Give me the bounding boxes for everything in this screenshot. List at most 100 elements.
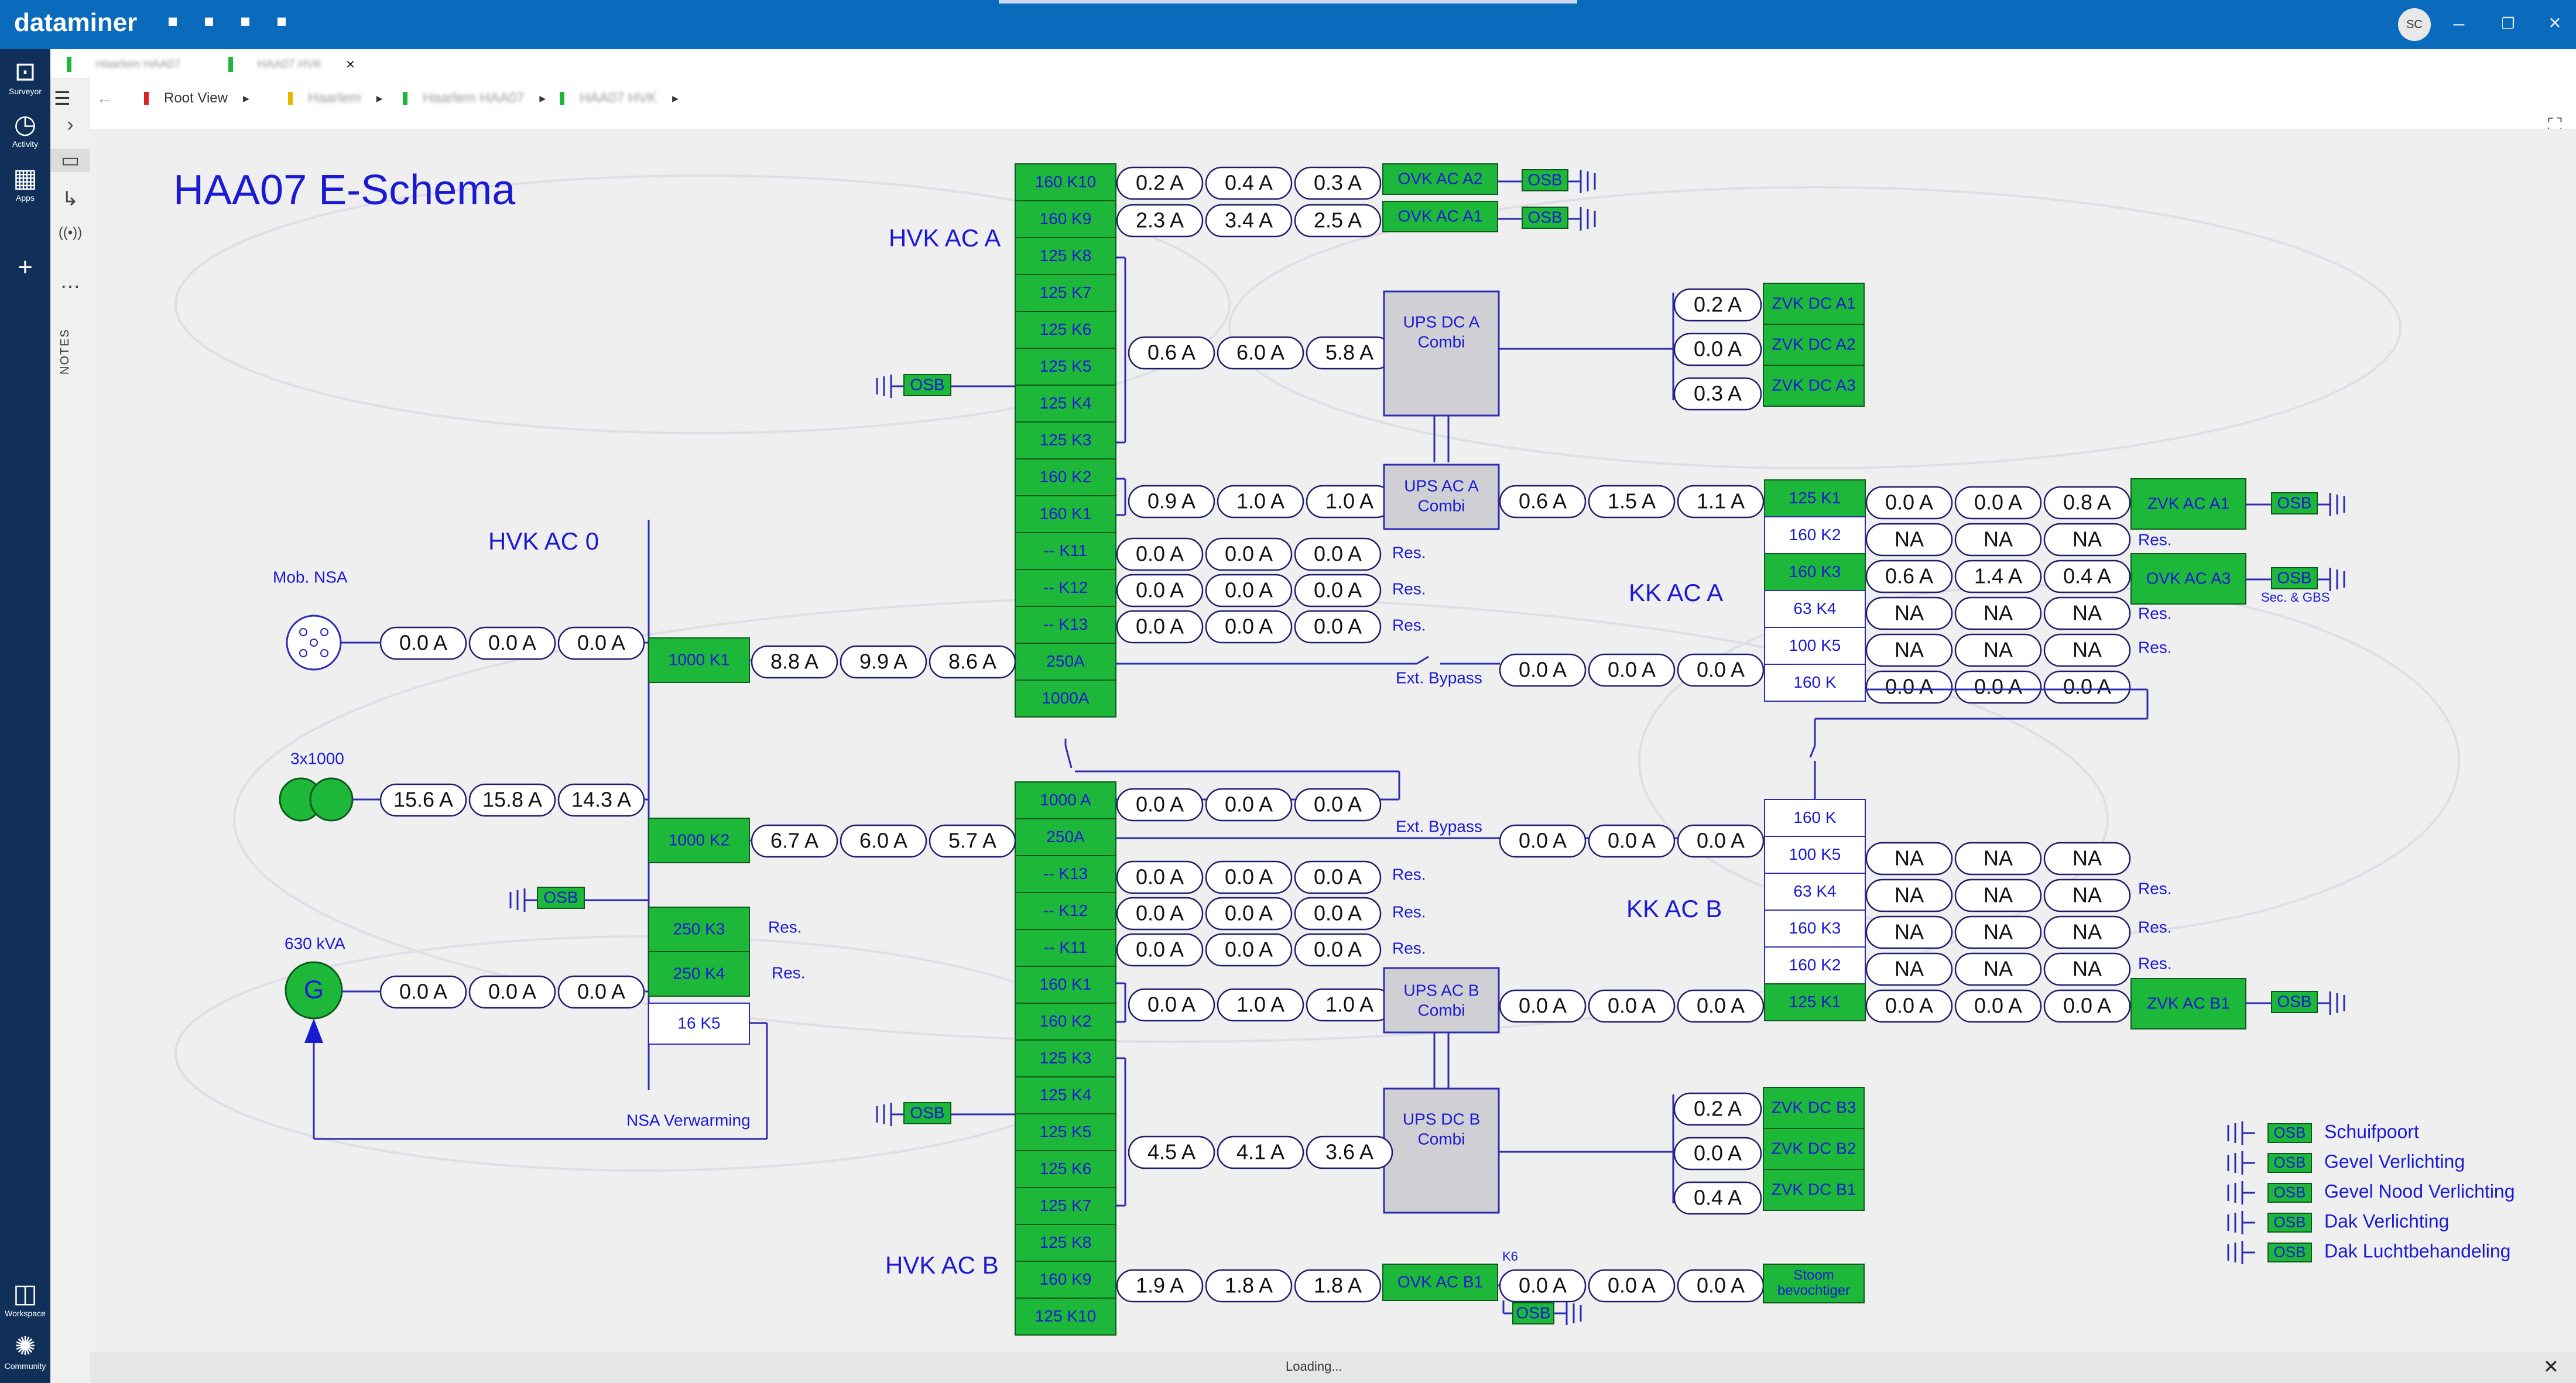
osb-box[interactable] (2271, 567, 2318, 589)
ovk-ac-a1-box[interactable] (1382, 201, 1498, 232)
osb-box[interactable] (903, 374, 951, 396)
avatar[interactable]: SC (2398, 8, 2431, 41)
kk-a-breaker[interactable] (1764, 664, 1866, 702)
stoom-bevochtiger-box[interactable] (1763, 1264, 1865, 1303)
osb-box[interactable] (903, 1102, 951, 1124)
hvk-b-breaker[interactable] (1015, 1113, 1116, 1151)
breadcrumb-root[interactable]: Root View▶ (144, 87, 249, 110)
close-button[interactable]: ✕ (2548, 14, 2562, 32)
close-icon[interactable]: ✕ (2543, 1356, 2559, 1377)
hvk-b-breaker[interactable] (1015, 1298, 1116, 1336)
osb-box[interactable] (537, 887, 585, 909)
sidebar-item-workspace[interactable]: ◫Workspace (0, 1279, 50, 1318)
tab-2[interactable]: HAA07 HVK✕ (228, 53, 355, 76)
zvk-dc-b1-box[interactable] (1763, 1169, 1865, 1211)
ovk-ac-b1-box[interactable] (1382, 1264, 1498, 1301)
hvk-a-breaker[interactable] (1015, 532, 1116, 570)
more-icon[interactable]: ⋯ (60, 276, 80, 298)
hvk0-breaker-k3[interactable] (648, 907, 750, 952)
ups-dc-a-box[interactable] (1383, 290, 1500, 417)
hvk0-breaker-k2[interactable] (648, 818, 750, 863)
zvk-ac-a1-box[interactable] (2130, 478, 2246, 530)
ups-dc-b-box[interactable] (1383, 1087, 1500, 1214)
hvk-a-breaker[interactable] (1015, 163, 1116, 201)
hvk0-breaker-k1[interactable] (648, 637, 750, 683)
hvk-a-breaker[interactable] (1015, 569, 1116, 607)
sidebar-item-add[interactable]: + (0, 253, 50, 282)
kk-b-breaker[interactable] (1764, 946, 1866, 984)
minimize-button[interactable]: – (2453, 12, 2465, 35)
sidebar-item-community[interactable]: ✺Community (0, 1332, 50, 1371)
stoom-bevochtiger-box-label: Stoom (1793, 1267, 1834, 1283)
b-k1-current (1128, 988, 1215, 1022)
menu-icon[interactable]: ☰ (54, 88, 71, 109)
legend-osb[interactable] (2267, 1183, 2312, 1203)
tab-1[interactable]: Haarlem HAA07 (67, 53, 181, 76)
zvk-dc-a2-box[interactable] (1763, 324, 1865, 366)
zvk-dc-a1-box[interactable] (1763, 283, 1865, 325)
zvk-dc-a-current-value: 0.2 A (1694, 293, 1742, 317)
kk-b-breaker-label: 100 K5 (1789, 845, 1841, 863)
hvk-a-breaker-label: 250A (1046, 652, 1085, 670)
legend-osb[interactable] (2267, 1123, 2312, 1143)
hvk-b-breaker[interactable] (1015, 1150, 1116, 1188)
hvk-a-breaker[interactable] (1015, 680, 1116, 718)
hvk-a-breaker[interactable] (1015, 458, 1116, 496)
breadcrumb-item[interactable]: Haarlem▶ (288, 87, 382, 110)
hvk-a-breaker[interactable] (1015, 311, 1116, 349)
osb-box[interactable] (2271, 991, 2318, 1013)
hvk-b-breaker[interactable] (1015, 966, 1116, 1004)
ups-ac-b-box[interactable] (1383, 967, 1500, 1034)
kk-a-breaker[interactable] (1764, 553, 1866, 591)
kk-b-current (1865, 878, 1953, 912)
legend-osb[interactable] (2267, 1243, 2312, 1262)
monitor-icon[interactable]: ▭ (50, 149, 90, 172)
a-k5-current (1128, 336, 1215, 370)
connections-icon[interactable]: ↳ (61, 188, 79, 210)
kk-b-breaker[interactable] (1764, 836, 1866, 874)
hvk-a-breaker[interactable] (1015, 385, 1116, 423)
zvk-ac-b1-box[interactable] (2130, 978, 2246, 1029)
tab-close-icon[interactable]: ✕ (345, 58, 355, 71)
zvk-dc-a-current (1673, 288, 1762, 322)
restore-button[interactable]: ❐ (2501, 15, 2515, 32)
kk-a-current (1954, 523, 2042, 557)
zvk-dc-b3-box[interactable] (1763, 1087, 1865, 1129)
hvk-a-breaker[interactable] (1015, 495, 1116, 533)
hvk-a-breaker[interactable] (1015, 274, 1116, 312)
breadcrumb-item[interactable]: HAA07 HVK▶ (560, 87, 679, 110)
kk-a-breaker[interactable] (1764, 627, 1866, 665)
kk-b-breaker[interactable] (1764, 799, 1866, 837)
search-strip[interactable] (999, 0, 1577, 4)
kk-a-breaker[interactable] (1764, 479, 1866, 517)
b-k13-current-value: 0.0 A (1225, 865, 1273, 889)
sidebar-item-activity[interactable]: ◷Activity (0, 110, 50, 149)
osb-box[interactable] (1522, 169, 1568, 191)
sidebar-item-surveyor[interactable]: ⊡Surveyor (0, 57, 50, 96)
hvk-a-breaker[interactable] (1015, 200, 1116, 238)
legend-osb[interactable] (2267, 1213, 2312, 1233)
breadcrumb-item[interactable]: Haarlem HAA07▶ (403, 87, 546, 110)
hvk-a-breaker[interactable] (1015, 348, 1116, 386)
hvk-b-breaker[interactable] (1015, 1076, 1116, 1114)
hvk-b-breaker[interactable] (1015, 892, 1116, 930)
legend-osb[interactable] (2267, 1153, 2312, 1173)
kk-a-breaker[interactable] (1764, 516, 1866, 554)
hvk-b-breaker[interactable] (1015, 1261, 1116, 1299)
back-icon[interactable]: ← (96, 88, 114, 108)
chevron-right-icon[interactable]: › (67, 114, 74, 136)
ovk-ac-a3-box[interactable] (2130, 553, 2246, 605)
hvk-a-breaker[interactable] (1015, 237, 1116, 275)
broadcast-icon[interactable]: ((•)) (58, 225, 83, 241)
osb-box[interactable] (1522, 207, 1568, 229)
kk-b-breaker[interactable] (1764, 910, 1866, 948)
sidebar-item-apps[interactable]: ▦Apps (0, 164, 50, 203)
hvk-b-breaker[interactable] (1015, 1224, 1116, 1262)
a-k11-current (1116, 537, 1204, 571)
kk-b-breaker[interactable] (1764, 983, 1866, 1021)
ovk-ac-a2-box[interactable] (1382, 163, 1498, 195)
ups-ac-a-box[interactable] (1383, 464, 1500, 530)
osb-box[interactable] (2271, 492, 2318, 514)
zvk-dc-a3-box[interactable] (1763, 365, 1865, 407)
hvk0-breaker-k4[interactable] (648, 951, 750, 997)
